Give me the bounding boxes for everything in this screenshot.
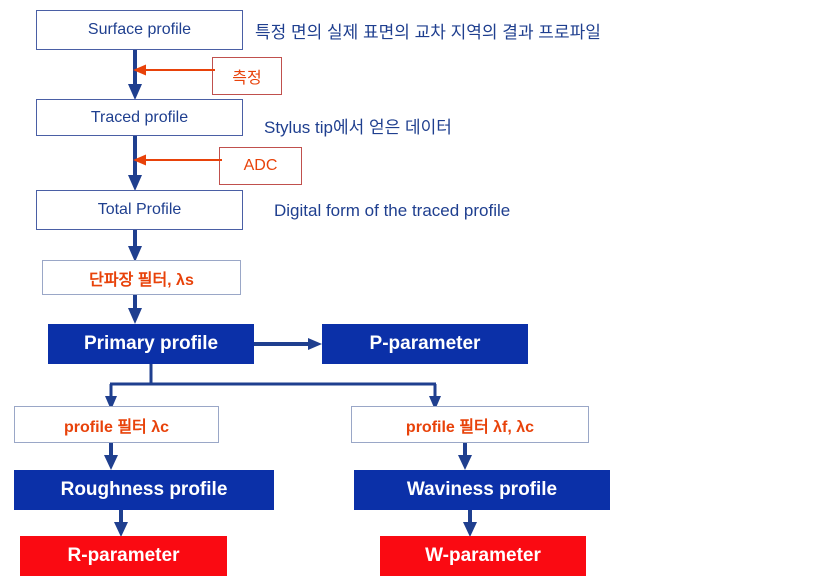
arrow-measure-to-chain <box>133 63 215 77</box>
node-measure-label: 측정 <box>232 70 262 87</box>
node-adc: ADC <box>219 147 302 185</box>
node-roughness-profile-label: Roughness profile <box>60 479 228 500</box>
node-w-parameter: W-parameter <box>380 536 586 576</box>
arrow-filter-lf-lc-to-waviness <box>455 443 475 470</box>
node-surface-profile-label: Surface profile <box>87 21 192 38</box>
node-profile-filter-lc: profile 필터 λc <box>14 406 219 443</box>
node-profile-filter-lc-label: profile 필터 λc <box>63 418 170 436</box>
node-short-wave-filter: 단파장 필터, λs <box>42 260 241 295</box>
node-roughness-profile: Roughness profile <box>14 470 274 510</box>
node-r-parameter: R-parameter <box>20 536 227 576</box>
arrow-adc-to-chain <box>133 153 222 167</box>
node-traced-profile: Traced profile <box>36 99 243 136</box>
node-total-profile-label: Total Profile <box>97 201 182 218</box>
node-surface-profile: Surface profile <box>36 10 243 50</box>
node-primary-profile-label: Primary profile <box>83 333 219 354</box>
arrow-traced-to-total <box>125 136 145 191</box>
node-profile-filter-lf-lc: profile 필터 λf, λc <box>351 406 589 443</box>
arrow-waviness-to-w-parameter <box>460 510 480 537</box>
node-total-profile: Total Profile <box>36 190 243 230</box>
node-measure: 측정 <box>212 57 282 95</box>
caption-surface-profile: 특정 면의 실제 표면의 교차 지역의 결과 프로파일 <box>255 23 601 42</box>
arrow-filter-lc-to-roughness <box>101 443 121 470</box>
node-waviness-profile: Waviness profile <box>354 470 610 510</box>
arrow-total-to-filter-ls <box>125 230 145 262</box>
arrow-surface-to-traced <box>125 50 145 100</box>
node-waviness-profile-label: Waviness profile <box>406 479 558 500</box>
node-traced-profile-label: Traced profile <box>90 108 189 126</box>
node-profile-filter-lf-lc-label: profile 필터 λf, λc <box>405 418 535 436</box>
node-p-parameter: P-parameter <box>322 324 528 364</box>
node-w-parameter-label: W-parameter <box>425 545 541 566</box>
arrow-roughness-to-r-parameter <box>111 510 131 537</box>
caption-total-profile: Digital form of the traced profile <box>274 201 511 220</box>
node-p-parameter-label: P-parameter <box>369 333 481 354</box>
node-primary-profile: Primary profile <box>48 324 254 364</box>
node-short-wave-filter-label: 단파장 필터, λs <box>89 271 194 289</box>
node-adc-label: ADC <box>243 157 278 174</box>
node-r-parameter-label: R-parameter <box>67 545 180 566</box>
arrow-primary-to-p-parameter <box>254 337 322 351</box>
caption-traced-profile: Stylus tip에서 얻은 데이터 <box>264 118 452 137</box>
arrow-primary-branch <box>100 364 450 410</box>
arrow-filter-to-primary <box>125 295 145 324</box>
